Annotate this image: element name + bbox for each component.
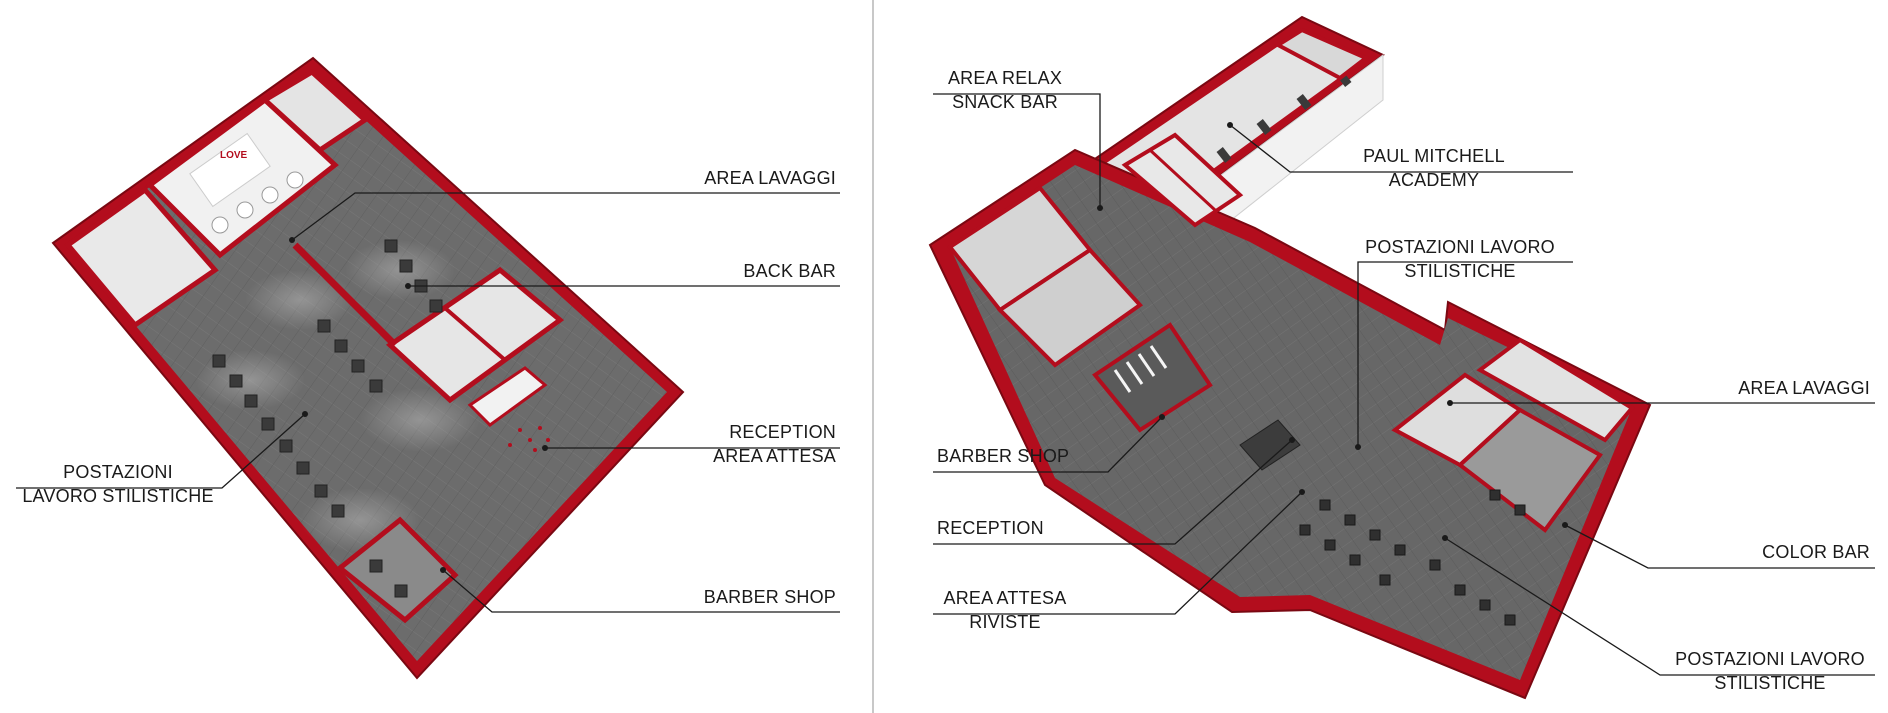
- left-corner-room: [260, 68, 370, 154]
- label-postazioni-bottom-1: POSTAZIONI LAVORO: [1675, 649, 1865, 669]
- label-left-back-bar: BACK BAR: [743, 261, 836, 281]
- label-postazioni-bottom-2: STILISTICHE: [1714, 673, 1825, 693]
- callout-left-back-bar: BACK BAR: [405, 261, 840, 289]
- left-styling-chairs: [212, 239, 443, 598]
- label-color-bar: COLOR BAR: [1762, 542, 1870, 562]
- label-left-barber-shop: BARBER SHOP: [704, 587, 836, 607]
- label-left-area-lavaggi: AREA LAVAGGI: [704, 168, 836, 188]
- left-back-bar-strip: [292, 242, 398, 348]
- wash-shelf: [189, 132, 271, 208]
- label-right-reception: RECEPTION: [937, 518, 1044, 538]
- right-reception-desk: [1239, 419, 1301, 471]
- left-floor-lights: [195, 240, 480, 552]
- callout-left-barber-shop: BARBER SHOP: [440, 567, 840, 613]
- right-barber-room: [1092, 322, 1213, 433]
- reception-petals: [508, 426, 550, 452]
- left-reception-desk: [467, 366, 548, 427]
- left-love-sign: LOVE: [220, 150, 248, 161]
- label-left-postazioni-1: POSTAZIONI: [63, 462, 173, 482]
- label-right-barber-shop: BARBER SHOP: [937, 446, 1069, 466]
- label-right-area-lavaggi: AREA LAVAGGI: [1738, 378, 1870, 398]
- right-floor-plan: [928, 15, 1652, 700]
- label-area-relax-2: SNACK BAR: [952, 92, 1058, 112]
- right-side-rooms: [1476, 337, 1636, 443]
- label-area-attesa-2: RIVISTE: [969, 612, 1040, 632]
- callout-right-area-lavaggi: AREA LAVAGGI: [1447, 378, 1875, 406]
- callout-left-area-lavaggi: AREA LAVAGGI: [289, 168, 840, 243]
- label-postazioni-top-1: POSTAZIONI LAVORO: [1365, 237, 1555, 257]
- right-barber-stripes: [1113, 345, 1168, 393]
- callout-color-bar: COLOR BAR: [1562, 522, 1875, 569]
- label-postazioni-top-2: STILISTICHE: [1404, 261, 1515, 281]
- callout-area-relax: AREA RELAX SNACK BAR: [933, 68, 1103, 211]
- callout-postazioni-top: POSTAZIONI LAVORO STILISTICHE: [1355, 237, 1573, 450]
- callout-postazioni-bottom: POSTAZIONI LAVORO STILISTICHE: [1442, 535, 1875, 693]
- callout-left-postazioni: POSTAZIONI LAVORO STILISTICHE: [16, 411, 308, 506]
- callout-paul-mitchell: PAUL MITCHELL ACADEMY: [1227, 122, 1573, 190]
- left-barber-room: [335, 516, 459, 624]
- left-floor-plan: LOVE: [51, 56, 685, 680]
- left-callouts: AREA LAVAGGI BACK BAR RECEPTION AREA ATT…: [16, 168, 840, 613]
- right-styling-chairs: [1299, 489, 1526, 626]
- label-paul-mitchell-1: PAUL MITCHELL: [1363, 146, 1505, 166]
- right-callouts: AREA RELAX SNACK BAR PAUL MITCHELL ACADE…: [933, 68, 1875, 693]
- label-area-attesa-1: AREA ATTESA: [944, 588, 1067, 608]
- label-paul-mitchell-2: ACADEMY: [1389, 170, 1479, 190]
- wash-basins: [211, 171, 304, 234]
- label-left-reception-2: AREA ATTESA: [713, 446, 836, 466]
- callout-right-barber-shop: BARBER SHOP: [933, 414, 1165, 473]
- right-snack-room: [996, 247, 1144, 368]
- callout-right-reception: RECEPTION: [933, 437, 1295, 545]
- label-area-relax-1: AREA RELAX: [948, 68, 1062, 88]
- callout-area-attesa: AREA ATTESA RIVISTE: [933, 489, 1305, 632]
- label-left-postazioni-2: LAVORO STILISTICHE: [22, 486, 213, 506]
- label-left-reception-1: RECEPTION: [729, 422, 836, 442]
- left-storage-room: [64, 186, 219, 329]
- callout-left-reception: RECEPTION AREA ATTESA: [542, 422, 840, 466]
